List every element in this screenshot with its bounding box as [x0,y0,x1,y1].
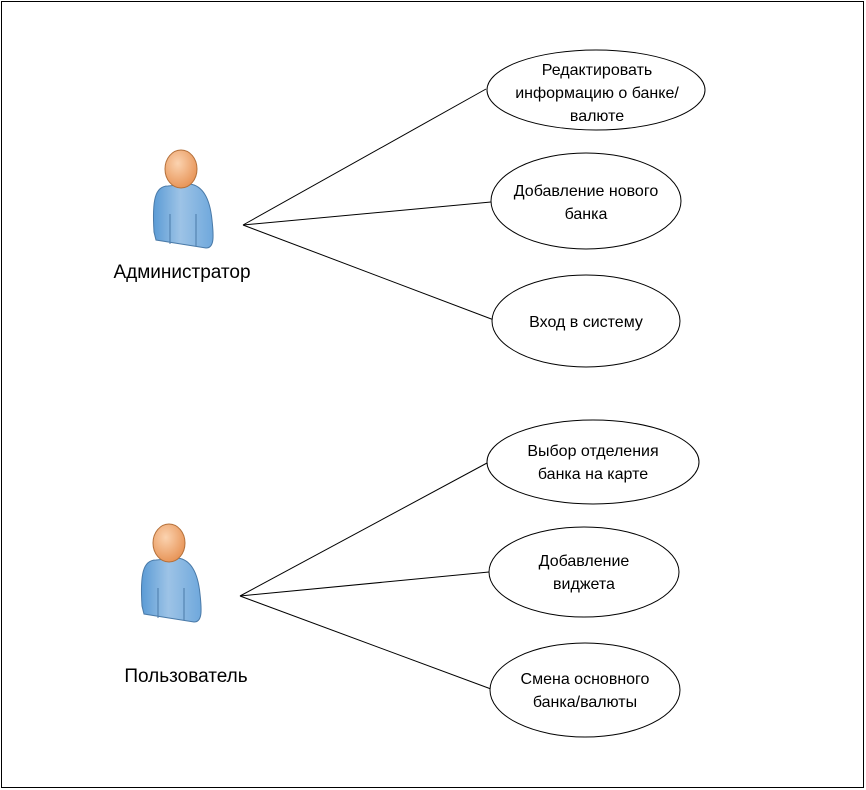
association-line [239,571,490,597]
actor-user: Пользователь [124,523,248,687]
association-line [242,224,495,321]
actor-label: Администратор [113,262,250,283]
use-case-ellipse[interactable] [486,419,700,505]
association-line [242,88,487,226]
use-case-label: банка [565,206,608,223]
use-case-label: Смена основного [521,671,650,688]
use-case-label: банка/валюты [533,694,637,711]
use-case-label: Добавление нового [514,183,659,200]
association-line [239,462,488,597]
actor-icon [152,149,214,249]
use-case-label: Редактировать [542,62,653,79]
association-line [242,201,492,226]
use-case-add-widget[interactable]: Добавление виджета [488,526,680,618]
actor-administrator: Администратор [113,149,251,283]
actor-label: Пользователь [124,666,247,687]
use-case-label: банка на карте [538,466,648,483]
use-case-ellipse[interactable] [486,49,706,131]
use-case-label: Добавление [539,553,630,570]
actor-icon [140,523,202,623]
use-case-label: виджета [553,576,615,593]
use-case-add-bank[interactable]: Добавление нового банка [490,152,682,250]
use-case-ellipse[interactable] [490,152,682,250]
use-case-change-main-bank[interactable]: Смена основного банка/валюты [489,642,681,738]
use-case-label: информацию о банке/ [515,85,679,102]
use-case-select-branch[interactable]: Выбор отделения банка на карте [486,419,700,505]
use-case-login[interactable]: Вход в систему [491,274,681,368]
use-case-ellipse[interactable] [488,526,680,618]
use-case-label: Вход в систему [529,314,643,331]
association-line [239,595,492,690]
use-case-label: валюте [570,108,624,125]
use-case-label: Выбор отделения [527,443,658,460]
use-case-ellipse[interactable] [491,274,681,368]
use-case-edit-bank-info[interactable]: Редактировать информацию о банке/ валюте [486,49,706,131]
use-case-ellipse[interactable] [489,642,681,738]
